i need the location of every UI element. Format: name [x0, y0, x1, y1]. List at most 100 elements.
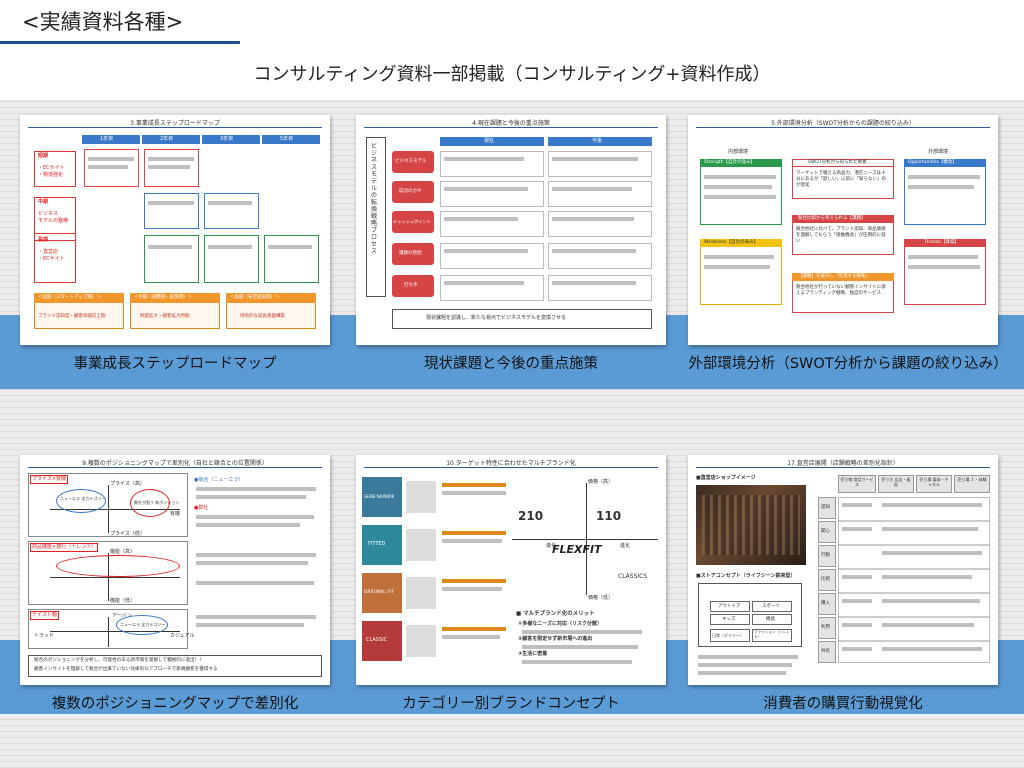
axis-word: 価格（低） — [588, 595, 614, 601]
map-tag: プライス×有機 — [30, 475, 69, 484]
competitor-ellipse — [56, 555, 180, 577]
text-line — [444, 249, 528, 253]
slide-thumbnail-roadmap[interactable]: 3.事業成長ステップロードマップ 1年目 2年目 3年目 5年目 短期 ・ECサ… — [20, 115, 330, 345]
matrix-col-label: 売り場 人・体験 — [957, 477, 987, 482]
map-panel — [28, 609, 188, 649]
matrix-row-label: 行動 — [821, 553, 830, 558]
strength-label: Strength【自社の強み】 — [704, 160, 755, 165]
thumb-strip — [406, 481, 436, 513]
slide-thumbnail-positioning[interactable]: 9.複数のポジショニングマップで差別化（自社と競合との位置関係） プライス×有機… — [20, 455, 330, 685]
brand-word: SEIBE NAPBRIK — [364, 494, 395, 499]
plan-box — [204, 235, 259, 283]
summary-text: 現状課題を認識し、新たな視点でビジネスモデルを変換させる — [426, 315, 567, 321]
axis-line — [512, 539, 658, 540]
text-line — [88, 165, 128, 169]
swot-center-title: SWOT分析から得られた要素 — [808, 160, 867, 165]
store-section-title: ■ストアコンセプト（ライフシーン鉄来型） — [696, 573, 796, 579]
text-line — [444, 217, 518, 221]
text-line — [522, 630, 642, 634]
matrix-col-head — [838, 475, 876, 493]
merit-title: ■ マルチブランド化のメリット — [516, 611, 595, 617]
slide-thumbnail-store[interactable]: 17.直営店展開（店舗戦略の差別化指針） ■直営店ショップイメージ ■ストアコン… — [688, 455, 998, 685]
brand-logo: 210 — [518, 509, 544, 523]
phase-title: ＜中期（調整期・拡張期）＞ — [134, 295, 193, 300]
text-line — [148, 157, 194, 161]
title-rule — [364, 127, 658, 128]
competitor-ellipse — [56, 489, 106, 513]
text-line — [704, 185, 772, 189]
slide-thumbnail-multibrand[interactable]: 10.ターゲット特性に合わせたマルチブランド化 SEIBE NAPBRIK FI… — [356, 455, 666, 685]
title-rule — [28, 467, 322, 468]
concept-cell — [710, 614, 750, 625]
cell-box — [440, 151, 544, 177]
text-line — [882, 575, 972, 579]
cell-box — [548, 181, 652, 207]
phase-sub: 持続的な成長基盤構築 — [240, 314, 285, 319]
merit-item: ③生活に密着 — [518, 651, 548, 657]
slide-thumbnail-issues[interactable]: 4.現在課題と今後の重点施策 ビジネスモデルの転換 戦略プロセス 現在 今後 ビ… — [356, 115, 666, 345]
issue-pill — [392, 275, 434, 297]
text-line — [704, 175, 776, 179]
brand-logo: 110 — [596, 509, 622, 523]
text-line — [552, 187, 632, 191]
plan-box — [264, 235, 319, 283]
cell-box — [548, 211, 652, 237]
map-panel — [28, 541, 188, 605]
strategy-center-title: 【課題】を解決し「実現する戦略」 — [798, 274, 870, 279]
note-head: ●弊社 — [194, 505, 209, 511]
conclusion-text: 顧客インサイトを理解して競合が出来ていない効果的なアプローチで新規顧客を獲得する — [34, 667, 218, 672]
opportunities-label: Opportunities【機会】 — [908, 160, 957, 165]
matrix-col-head — [954, 475, 990, 493]
brand-image — [362, 573, 402, 613]
row-label-text: 短期 — [38, 153, 49, 159]
side-label: ビジネスモデルの転換 戦略プロセス — [371, 143, 378, 255]
concept-cell-text: 日常（デイリー） — [712, 633, 744, 638]
cell-box — [440, 181, 544, 207]
merit-item: ②顧客を限定せず新市場への進出 — [518, 636, 593, 642]
cell-box — [440, 211, 544, 237]
brand-image — [362, 525, 402, 565]
concept-panel — [698, 583, 802, 647]
text-line — [442, 579, 506, 583]
row-sub-text: ・直営店 ・ECサイト — [38, 249, 65, 262]
issue-center-body: 競合他社に比べて、ブランド認知、商品価値を理解してもらう「接触機会」が圧倒的に低… — [796, 227, 886, 244]
axis-word: 進化 — [620, 543, 631, 549]
text-line — [444, 187, 528, 191]
swot-center-head — [792, 159, 894, 167]
axis-line — [50, 577, 180, 578]
text-line — [442, 491, 506, 495]
title-rule — [28, 127, 322, 128]
axis-word: 価格（高） — [588, 479, 614, 485]
slide-caption: 現状課題と今後の重点施策 — [424, 356, 598, 372]
text-line — [908, 175, 980, 179]
concept-cell — [752, 601, 792, 612]
opportunities-box — [904, 159, 986, 225]
text-line — [908, 265, 980, 269]
year-label: 1年目 — [100, 136, 114, 142]
slide-caption: 事業成長ステップロードマップ — [73, 356, 277, 372]
axis-word: 有機 — [170, 511, 181, 517]
text-line — [208, 245, 252, 249]
phase-header — [226, 293, 316, 303]
text-line — [552, 217, 634, 221]
concept-cell-text: キッズ — [722, 617, 736, 622]
title-rule — [696, 467, 990, 468]
issue-pill-label: 打ち手 — [404, 283, 418, 288]
text-line — [442, 539, 502, 543]
slide-inner-title: 4.現在課題と今後の重点施策 — [472, 120, 550, 127]
concept-cell-text: 機能 — [766, 617, 775, 622]
plan-box — [204, 193, 259, 229]
col-head-label: 現在 — [484, 138, 495, 144]
text-line — [268, 245, 312, 249]
matrix-row-head — [818, 545, 836, 567]
matrix-col-head — [878, 475, 914, 493]
bubble-label: 弊社が狙う 新ポジション — [134, 500, 180, 505]
slide-thumbnail-swot[interactable]: 5.外部環境分析（SWOT分析からの課題の絞り込み） 内部環境 外部環境 Str… — [688, 115, 998, 345]
header: <実績資料各種> コンサルティング資料一部掲載（コンサルティング+資料作成） — [0, 0, 1024, 100]
issue-pill-label: キャッシュポイント — [393, 219, 431, 224]
concept-cell-text: アウトドア — [718, 604, 741, 609]
brand-logo: CLASSICS — [618, 573, 648, 580]
brand-image — [362, 621, 402, 661]
brand-logo: FLEXFIT — [552, 543, 602, 556]
matrix-row-label: 購入 — [821, 601, 830, 606]
